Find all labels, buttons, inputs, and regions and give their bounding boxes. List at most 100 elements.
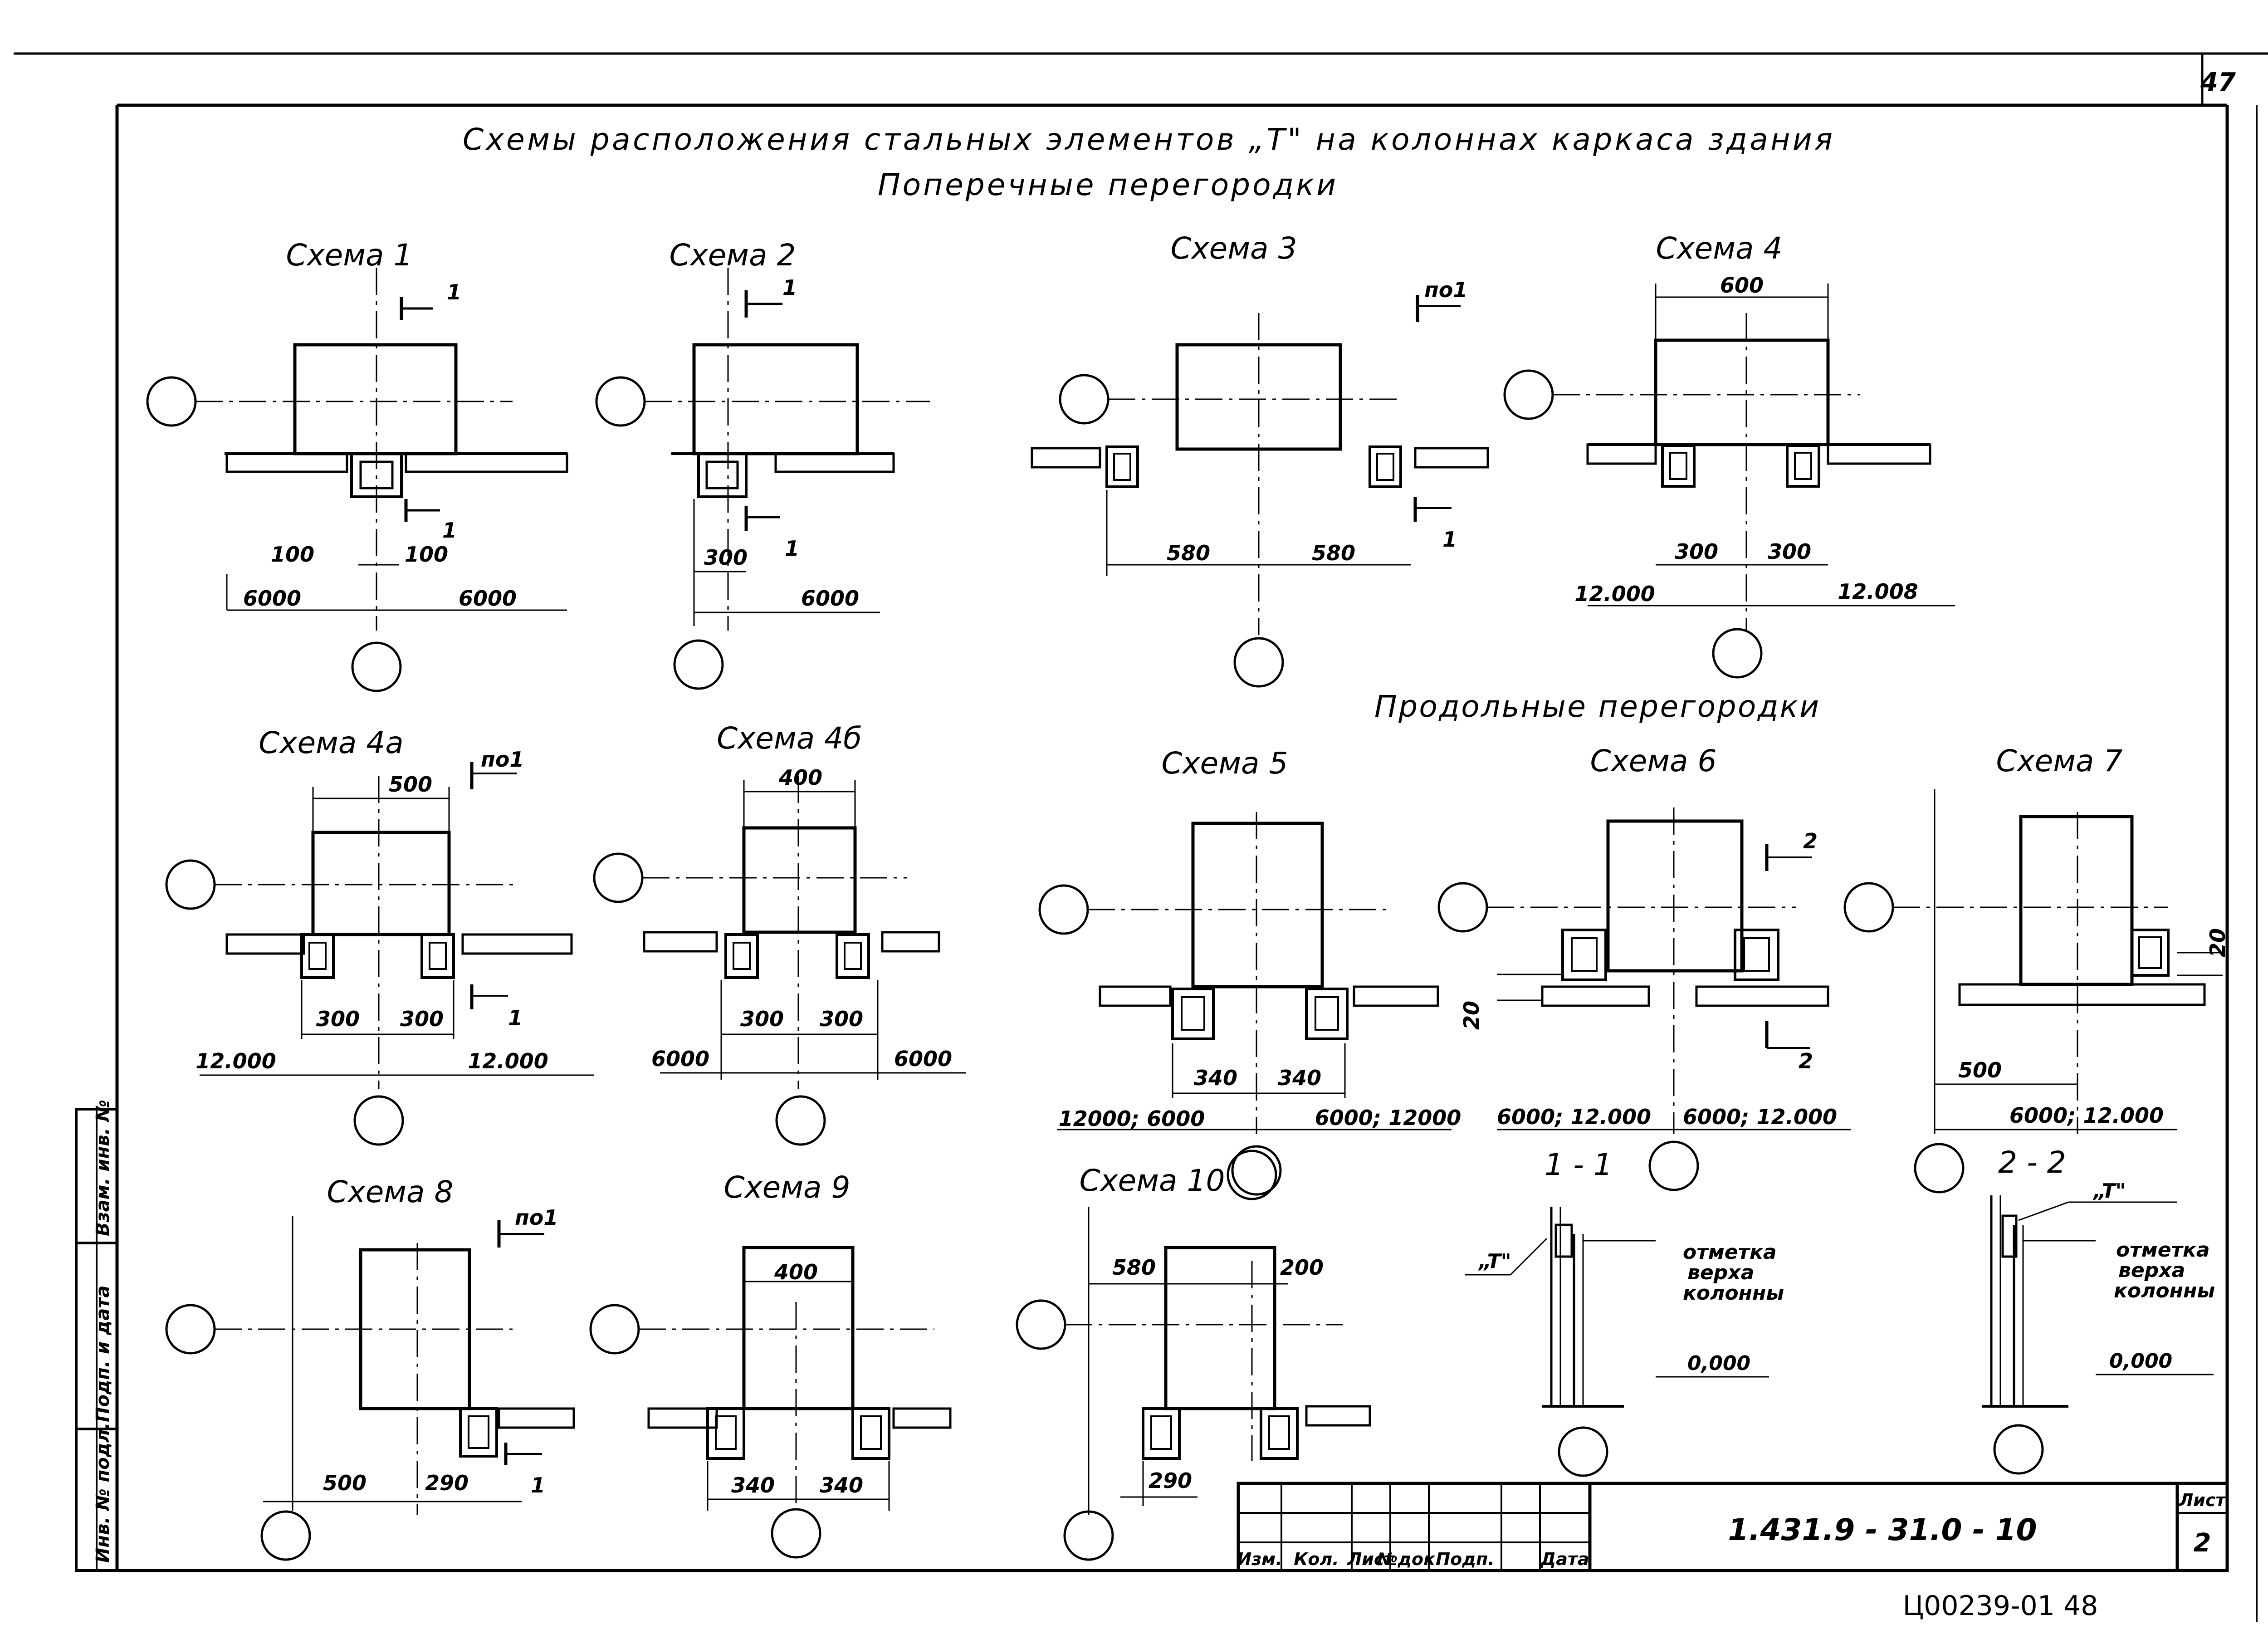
span-right: 6000 [894,1047,952,1071]
cut-label-bottom: 1 [508,1006,523,1030]
side-dim: 20 [1459,1001,1484,1030]
cut-label: 1 [782,275,797,300]
scheme-title: Схема 6 [1590,744,1717,778]
dim-300-right: 300 [1768,539,1811,564]
cut-label: 2 [1803,829,1818,853]
scheme-title: Схема 2 [670,238,796,273]
side-dim: 20 [2205,928,2230,957]
cut-label-bottom: 1 [531,1473,545,1497]
dim-200: 200 [1280,1255,1324,1280]
scheme-title: Схема 9 [724,1170,850,1205]
dim-top: 400 [774,1260,818,1284]
ref-label: по1 [1424,278,1467,302]
dim-340-left: 340 [1194,1066,1237,1090]
sheet-label: Лист [2179,1490,2227,1510]
scheme-6: Схема 6 2 2 20 6000; 12.000 6000; 12.000 [1437,744,1851,1191]
col-doc: №док. [1376,1549,1442,1569]
dim-300-left: 300 [740,1007,784,1031]
zero-mark: 0,000 [1687,1352,1750,1375]
span-left: 6000; 12.000 [1497,1105,1651,1129]
dim-500: 500 [1958,1058,2002,1082]
dim-100-right: 100 [405,542,448,567]
zero-mark: 0,000 [2109,1350,2172,1373]
span-right: 6000 [459,586,517,611]
ref-label: по1 [515,1205,558,1230]
mark-line-2: верха [1687,1261,1754,1284]
scheme-title: Схема 4 [1656,231,1783,266]
scheme-4b: Схема 4б 400 300 300 6000 6000 [593,721,966,1146]
cut-label-bottom: 1 [1442,527,1457,552]
dim-300-left: 300 [316,1007,360,1031]
mark-line-3: колонны [2114,1279,2215,1302]
scheme-title: Схема 4а [259,725,403,760]
scheme-10: Схема 10 580 200 290 [1016,1150,1371,1561]
scheme-7: Схема 7 20 500 6000; 12.000 [1843,744,2230,1194]
dim-340-left: 340 [731,1473,775,1497]
ref-label: по1 [481,747,524,772]
cut-label-bottom: 2 [1799,1049,1813,1073]
scheme-title: Схема 7 [1996,744,2123,778]
scheme-2: Схема 2 1 1 300 6000 [595,238,930,690]
dim-top: 500 [389,772,432,797]
dim-100-left: 100 [271,542,314,567]
span-right: 6000; 12000 [1315,1106,1461,1130]
dim-top: 600 [1720,273,1764,298]
span-left: 6000 [651,1047,709,1071]
section-title: 2 - 2 [1998,1145,2066,1180]
span-right: 12.000 [468,1049,548,1073]
scheme-8: Схема 8 по1 1 500 290 [165,1174,575,1561]
dim-300: 300 [704,545,748,570]
cut-label-bottom: 1 [442,518,457,543]
scheme-5: Схема 5 340 340 12000; 6000 6000; 12000 [1038,746,1461,1196]
mark-line-1: отметка [1683,1241,1777,1264]
scheme-title: Схема 1 [286,238,413,273]
span: 6000 [801,586,859,611]
dim-500: 500 [323,1471,367,1495]
col-sign: Подп. [1436,1549,1494,1569]
dim-580-left: 580 [1167,541,1210,565]
span-right: 6000; 12.000 [1683,1105,1837,1129]
element-label: „T" [2092,1179,2126,1203]
scheme-title: Схема 5 [1162,746,1288,781]
section-2-2: 2 - 2 „T" отметка верха колонны 0,000 [1982,1145,2215,1475]
scheme-title: Схема 3 [1171,231,1297,266]
dim-300-right: 300 [400,1007,444,1031]
span-left: 12.000 [196,1049,276,1073]
scheme-title: Схема 8 [327,1174,454,1209]
dim-300-right: 300 [820,1007,863,1031]
dim-300-left: 300 [1675,539,1718,564]
section-1-1: 1 - 1 „T" отметка верха колонны 0,000 [1465,1147,1784,1477]
span-left: 6000 [243,586,301,611]
scheme-4: Схема 4 600 300 300 12.000 12.008 [1503,231,1955,679]
scheme-3: Схема 3 по1 1 580 580 [1031,231,1489,688]
document-code: 1.431.9 - 31.0 - 10 [1728,1512,2037,1547]
span-left: 12000; 6000 [1059,1106,1205,1131]
mark-line-2: верха [2118,1259,2185,1282]
transverse-title: Поперечные перегородки [878,167,1336,202]
main-title: Схемы расположения стальных элементов „Т… [463,122,1833,157]
mark-line-3: колонны [1683,1282,1784,1305]
dim-340-right: 340 [820,1473,863,1497]
field-replace-inv: Взам. инв. № [93,1100,113,1236]
span-left: 12.000 [1574,582,1655,606]
dim-580: 580 [1112,1255,1156,1280]
sheet-number: 2 [2194,1528,2211,1558]
cut-label: 1 [447,280,461,304]
dim-580-right: 580 [1312,541,1355,565]
dim-340-right: 340 [1278,1066,1321,1090]
col-izm: Изм. [1237,1549,1282,1569]
element-label: „T" [1478,1250,1511,1273]
scheme-1: Схема 1 1 1 100 100 6000 6000 [146,238,568,692]
mark-line-1: отметка [2116,1238,2210,1262]
col-date: Дата [1540,1549,1589,1569]
dim-290: 290 [1149,1468,1192,1493]
dim-top: 400 [778,765,822,790]
col-list: Лист [1347,1549,1395,1569]
span-right: 12.008 [1838,579,1918,604]
scheme-title: Схема 10 [1080,1163,1225,1198]
field-inv-no: Инв. № подл. [93,1422,113,1563]
side-strip: Инв. № подл. Подп. и дата Взам. инв. № [75,1100,118,1572]
field-sign-date: Подп. и дата [93,1286,113,1422]
